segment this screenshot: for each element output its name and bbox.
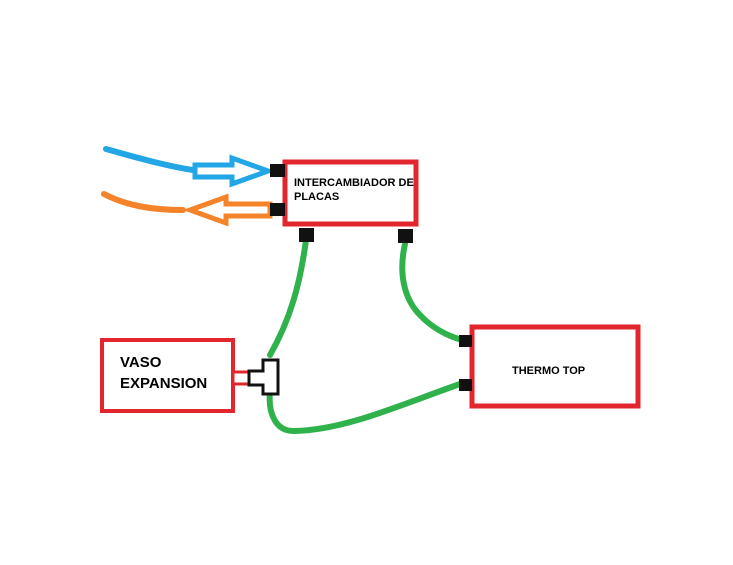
hot-water-outlet-line [101, 191, 186, 213]
expansion-vessel-label-line1: VASO [120, 354, 162, 371]
cold-water-inlet-line [103, 146, 203, 174]
heater-lower-connector [459, 379, 472, 391]
circuit-pipe-tee-to-heater [266, 381, 463, 434]
exchanger-bottom-left-connector [299, 228, 314, 242]
circuit-pipe-exchanger-to-heater [399, 241, 465, 343]
exchanger-box [282, 159, 419, 227]
exchanger-label-line1: INTERCAMBIADOR DE [294, 177, 414, 189]
circuit-pipe-exchanger-to-tee [267, 237, 309, 358]
tee-fitting [247, 358, 280, 396]
expansion-vessel-label-line2: EXPANSION [120, 375, 207, 392]
expansion-vessel-box [100, 338, 235, 413]
exchanger-cold-inlet-connector [270, 164, 285, 177]
expansion-vessel-link [231, 370, 251, 386]
heater-box [469, 324, 641, 409]
hot-water-outlet-arrow-icon [182, 193, 273, 227]
heater-label: THERMO TOP [512, 365, 585, 377]
cold-water-inlet-arrow-icon [192, 154, 276, 188]
exchanger-hot-outlet-connector [270, 203, 285, 216]
exchanger-bottom-right-connector [398, 229, 413, 243]
heater-upper-connector [459, 335, 472, 347]
exchanger-label-line2: PLACAS [294, 191, 339, 203]
